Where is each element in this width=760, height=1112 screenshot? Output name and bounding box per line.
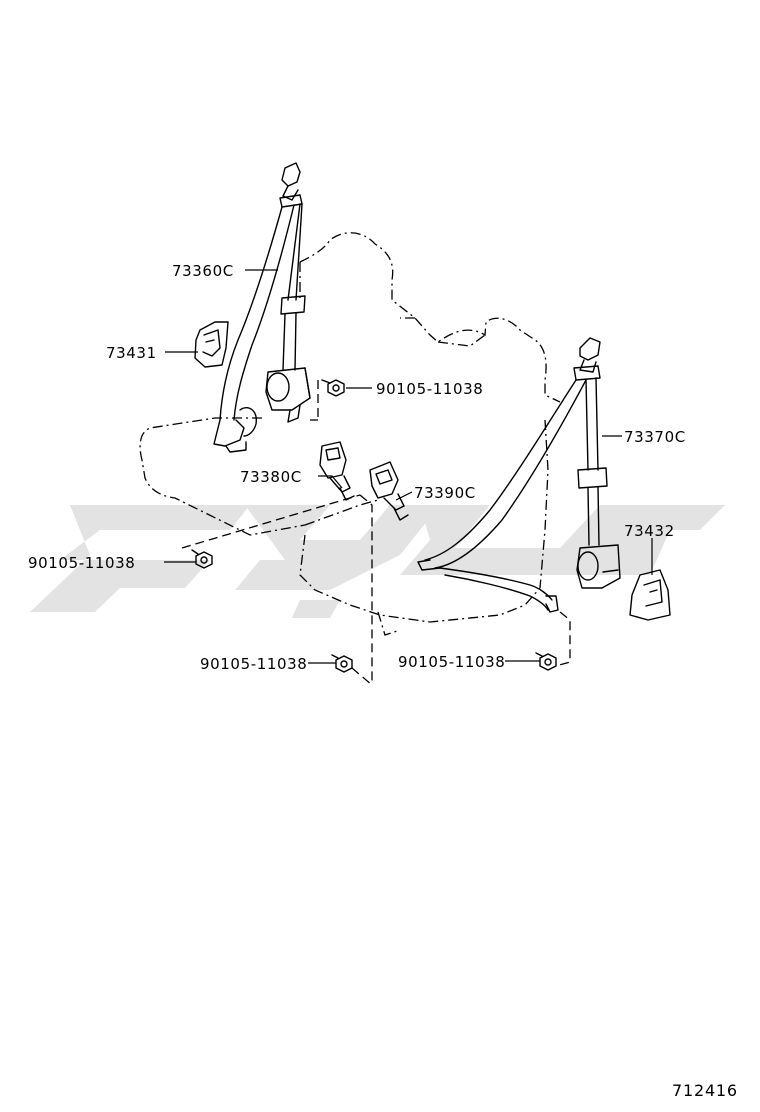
label-73431: 73431 — [106, 344, 157, 362]
label-bolt-retractor-left: 90105-11038 — [376, 380, 483, 398]
seat-belt-right — [417, 337, 621, 613]
label-73432: 73432 — [624, 522, 675, 540]
watermark-logo — [30, 505, 725, 618]
label-bolt-buckle-center: 90105-11038 — [200, 655, 307, 673]
buckle-right — [369, 461, 409, 521]
label-73360c: 73360C — [172, 262, 234, 280]
leader-lines — [164, 269, 653, 664]
label-73390c: 73390C — [414, 484, 476, 502]
label-73380c: 73380C — [240, 468, 302, 486]
figure-number: 712416 — [672, 1081, 738, 1100]
bolt-anchor-right — [535, 652, 557, 671]
buckle-left — [319, 441, 355, 501]
installation-lines — [181, 380, 571, 686]
seat-belt-left — [213, 162, 311, 453]
seat-outline — [139, 232, 561, 636]
cover-right — [629, 569, 671, 621]
bolt-anchor-left — [191, 549, 213, 569]
label-bolt-anchor-right: 90105-11038 — [398, 653, 505, 671]
cover-left — [194, 321, 229, 368]
label-73370c: 73370C — [624, 428, 686, 446]
bolt-retractor-left — [321, 379, 345, 397]
label-bolt-anchor-left: 90105-11038 — [28, 554, 135, 572]
